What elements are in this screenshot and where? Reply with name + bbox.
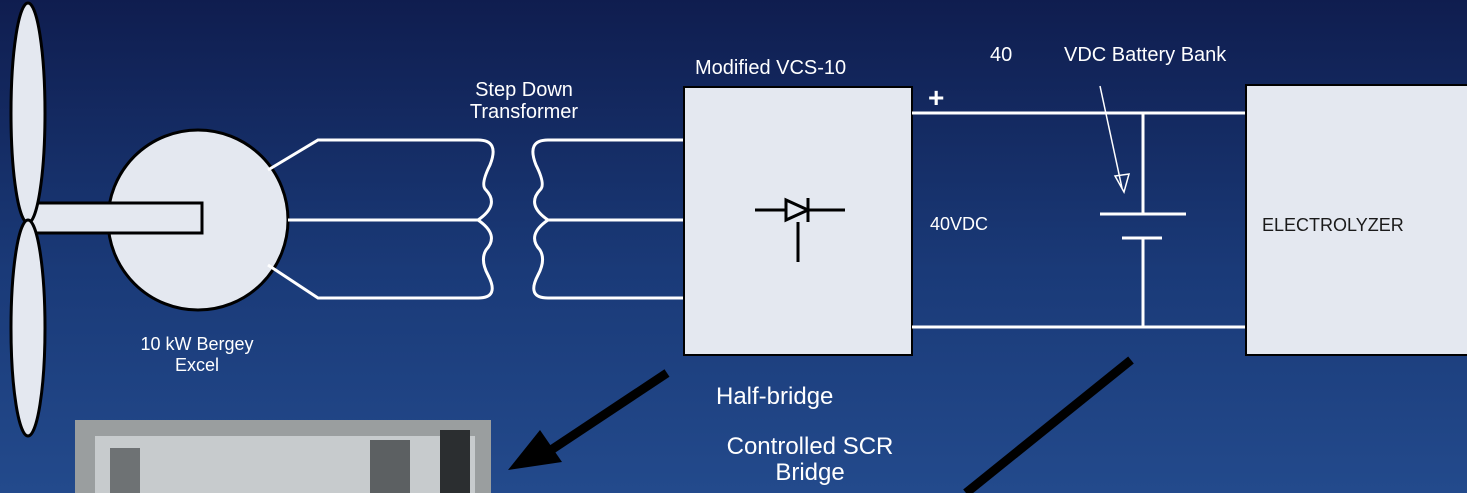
callout-arrows [508, 356, 1134, 493]
turbine-blade-top [9, 1, 47, 225]
dc-bus-wires [912, 111, 1246, 329]
transformer-secondary-wires [548, 138, 684, 300]
converter-photo [75, 420, 491, 493]
half-bridge-label: Half-bridge [716, 383, 834, 410]
converter-title: Modified VCS-10 [695, 57, 847, 79]
thyristor-icon [755, 197, 845, 262]
wind-turbine-icon [9, 1, 290, 438]
controlled-bridge-label: Controlled SCR Bridge [726, 433, 894, 486]
transformer-label: Step Down Transformer [469, 79, 579, 123]
generator-wires [267, 138, 478, 300]
dc-bus-voltage-label: 40VDC [930, 214, 989, 234]
electrolyzer-box [1245, 84, 1467, 356]
converter-box [683, 86, 913, 356]
battery-voltage-label: 40 [990, 44, 1013, 66]
battery-bank-label: VDC Battery Bank [1064, 44, 1227, 66]
transformer-coil-icon [475, 138, 551, 300]
electrolyzer-label: ELECTROLYZER [1262, 215, 1404, 235]
turbine-blade-bottom [9, 218, 47, 438]
battery-pointer-arrow [1099, 85, 1131, 194]
turbine-shaft [24, 201, 204, 235]
positive-terminal-sign: + [928, 82, 945, 113]
turbine-label: 10 kW Bergey Excel [140, 334, 254, 375]
battery-icon [1100, 212, 1186, 240]
